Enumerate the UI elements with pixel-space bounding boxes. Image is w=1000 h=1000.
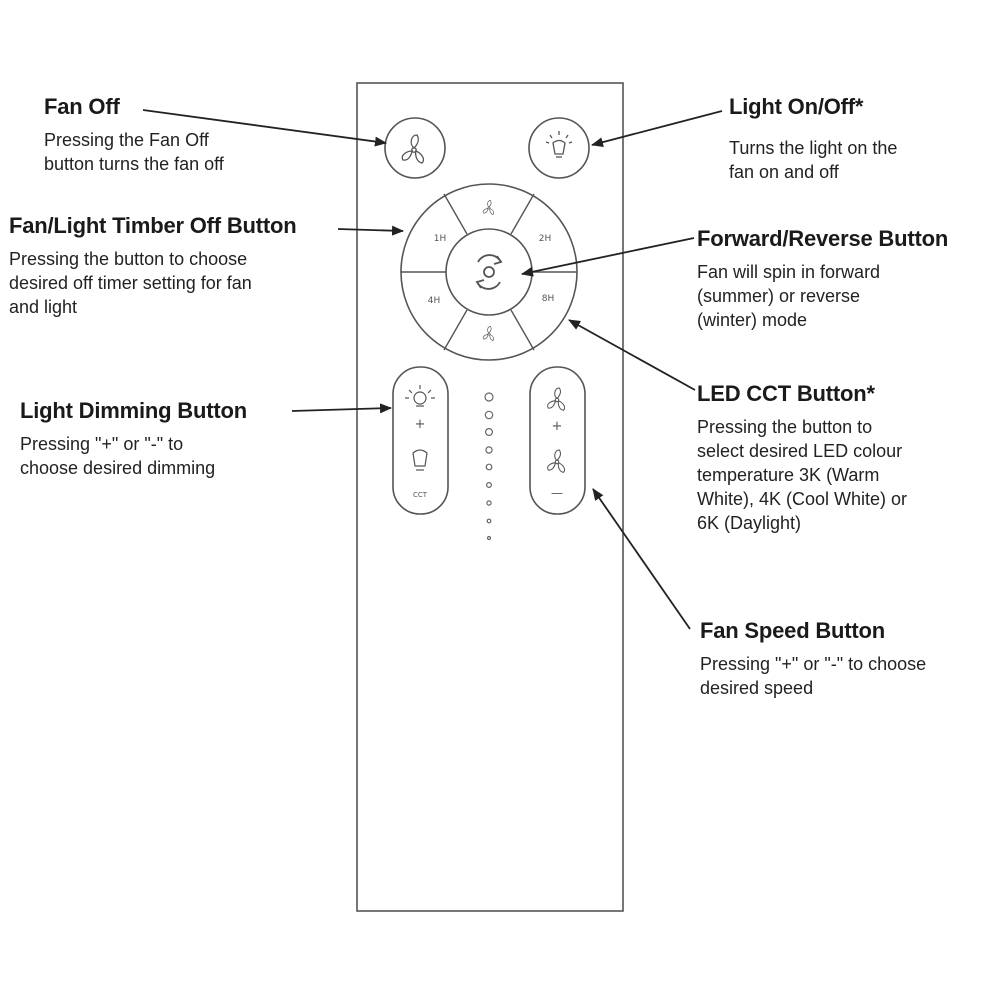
callout-title: Fan Speed Button	[700, 618, 886, 643]
callout-title: Fan Off	[44, 94, 120, 119]
callout-arrows	[142, 109, 723, 630]
reverse-arrows-icon	[475, 254, 503, 290]
timer-8h-label: 8H	[542, 294, 555, 304]
brightness-icon	[405, 385, 435, 407]
callout-light-on-off: Light On/Off* Turns the light on the fan…	[729, 94, 897, 184]
callout-desc: Turns the light on the fan on and off	[729, 138, 898, 182]
forward-reverse-button[interactable]	[475, 254, 503, 290]
fan-speed-button[interactable]: + —	[529, 366, 586, 515]
timer-4h-label: 4H	[428, 296, 441, 306]
callout-desc: Pressing the button to choose desired of…	[9, 249, 252, 317]
callout-title: Fan/Light Timber Off Button	[9, 213, 297, 238]
timer-2h-button[interactable]: 2H	[539, 234, 552, 244]
callout-title: Forward/Reverse Button	[697, 226, 949, 251]
speed-indicator-lights	[484, 392, 494, 541]
callout-timer-off: Fan/Light Timber Off Button Pressing the…	[9, 213, 297, 319]
callout-desc: Pressing the Fan Off button turns the fa…	[44, 130, 224, 174]
light-dimming-button[interactable]: + CCT	[392, 366, 449, 515]
timer-1h-label: 1H	[434, 234, 447, 244]
callout-light-dimming: Light Dimming Button Pressing "+" or "-"…	[20, 398, 247, 480]
callout-fan-speed: Fan Speed Button Pressing "+" or "-" to …	[700, 618, 926, 700]
timer-4h-button[interactable]: 4H	[428, 296, 441, 306]
timer-dial	[400, 183, 578, 361]
callout-desc: Fan will spin in forward (summer) or rev…	[697, 262, 881, 330]
callout-led-cct: LED CCT Button* Pressing the button to s…	[697, 381, 907, 535]
fan-off-button[interactable]	[384, 117, 446, 179]
callout-title: LED CCT Button*	[697, 381, 875, 406]
callout-title: Light On/Off*	[729, 94, 864, 119]
light-on-off-button[interactable]	[528, 117, 590, 179]
cct-label: CCT	[413, 491, 428, 499]
callout-fan-off: Fan Off Pressing the Fan Off button turn…	[44, 94, 224, 176]
callout-desc: Pressing "+" or "-" to choose desired di…	[20, 434, 216, 478]
speed-plus-label: +	[552, 419, 563, 434]
timer-2h-label: 2H	[539, 234, 552, 244]
callout-forward-reverse: Forward/Reverse Button Fan will spin in …	[697, 226, 948, 332]
callout-desc: Pressing the button to select desired LE…	[697, 417, 908, 533]
light-dim-icon	[412, 449, 428, 471]
callout-title: Light Dimming Button	[20, 398, 247, 423]
speed-minus-label: —	[551, 486, 563, 500]
dim-plus-label: +	[415, 417, 426, 432]
timer-1h-button[interactable]: 1H	[434, 234, 447, 244]
timer-8h-button[interactable]: 8H	[542, 294, 555, 304]
light-bulb-icon	[545, 131, 573, 158]
callout-desc: Pressing "+" or "-" to choose desired sp…	[700, 654, 927, 698]
